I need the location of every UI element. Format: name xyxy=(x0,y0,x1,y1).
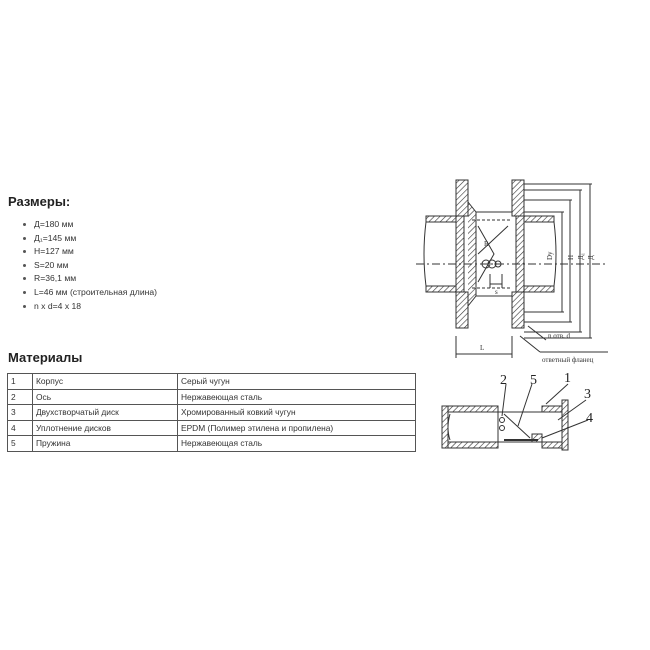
dimension-item: S=20 мм xyxy=(22,259,157,273)
table-row: 3 Двухстворчатый диск Хромированный ковк… xyxy=(7,404,416,421)
row-number: 4 xyxy=(7,419,33,437)
part-material: EPDM (Полимер этилена и пропилена) xyxy=(177,419,416,437)
dimension-item: Д=180 мм xyxy=(22,218,157,232)
callout-2: 2 xyxy=(500,373,507,388)
callout-4: 4 xyxy=(586,411,593,426)
dimension-item: L=46 мм (строительная длина) xyxy=(22,286,157,300)
dimension-item: H=127 мм xyxy=(22,245,157,259)
part-name: Уплотнение дисков xyxy=(32,419,178,437)
callout-3: 3 xyxy=(584,387,591,402)
part-name: Двухстворчатый диск xyxy=(32,404,178,421)
part-material: Серый чугун xyxy=(177,373,416,390)
table-row: 5 Пружина Нержавеющая сталь xyxy=(7,435,416,452)
callout-5: 5 xyxy=(530,373,537,388)
part-name: Пружина xyxy=(32,435,178,452)
label-h: H xyxy=(567,255,575,260)
label-dy: Dy xyxy=(546,251,554,260)
part-material: Нержавеющая сталь xyxy=(177,435,416,452)
dimension-item: n x d=4 x 18 xyxy=(22,300,157,314)
part-name: Ось xyxy=(32,388,178,406)
label-d1: Д₁ xyxy=(577,253,585,260)
label-d: Д xyxy=(587,255,595,260)
row-number: 1 xyxy=(7,373,33,390)
dimensions-list: Д=180 мм Д₁=145 мм H=127 мм S=20 мм R=36… xyxy=(22,218,157,313)
dimension-item: Д₁=145 мм xyxy=(22,232,157,246)
table-row: 4 Уплотнение дисков EPDM (Полимер этилен… xyxy=(7,419,416,437)
part-material: Нержавеющая сталь xyxy=(177,388,416,406)
dimensions-heading: Размеры: xyxy=(8,194,71,209)
label-r: R xyxy=(484,240,489,248)
part-material: Хромированный ковкий чугун xyxy=(177,404,416,421)
row-number: 3 xyxy=(7,404,33,421)
table-row: 1 Корпус Серый чугун xyxy=(7,373,416,390)
label-s: s xyxy=(495,288,498,296)
table-row: 2 Ось Нержавеющая сталь xyxy=(7,388,416,406)
materials-heading: Материалы xyxy=(8,350,83,365)
valve-section-drawing: 2 5 1 3 4 xyxy=(441,371,593,451)
label-holes: n отв. d xyxy=(548,332,571,340)
part-name: Корпус xyxy=(32,373,178,390)
row-number: 5 xyxy=(7,435,33,452)
callout-1: 1 xyxy=(564,371,571,386)
label-counter-flange: ответный фланец xyxy=(542,356,594,364)
dimension-item: R=36,1 мм xyxy=(22,272,157,286)
valve-assembly-drawing: R s L Д Д₁ H Dy n отв. d ответный фланец xyxy=(416,179,608,364)
row-number: 2 xyxy=(7,388,33,406)
materials-table: 1 Корпус Серый чугун 2 Ось Нержавеющая с… xyxy=(7,373,416,452)
label-l: L xyxy=(480,344,484,352)
